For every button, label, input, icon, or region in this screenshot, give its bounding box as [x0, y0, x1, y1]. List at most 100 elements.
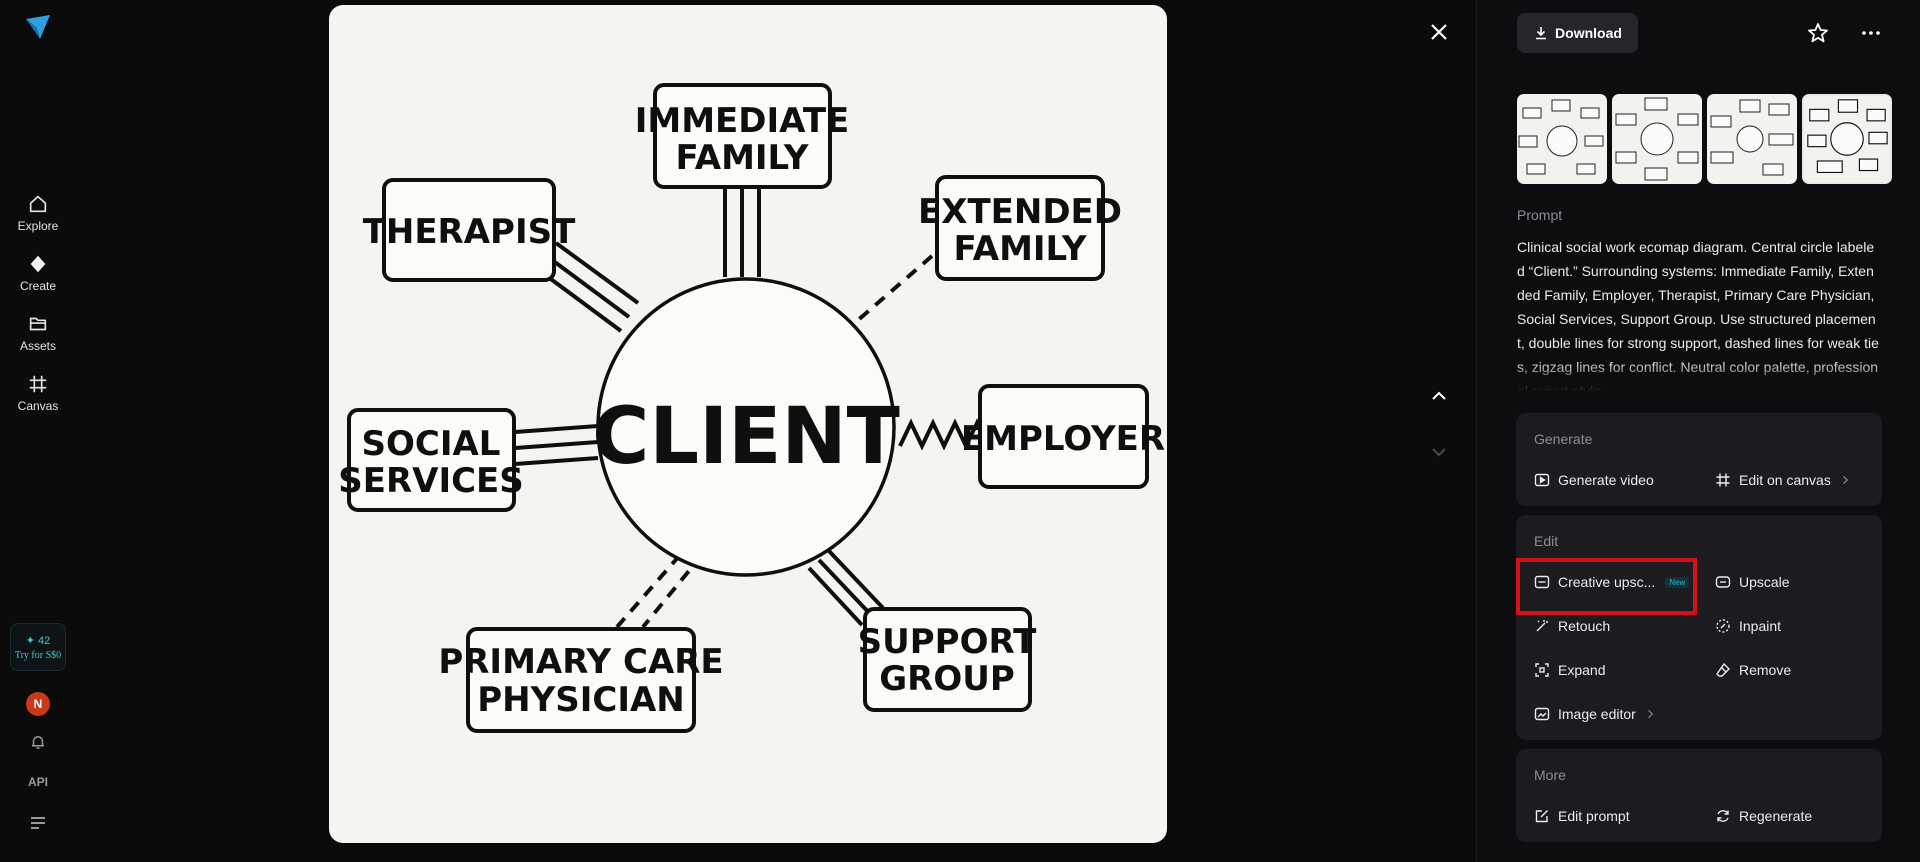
image-editor-label: Image editor [1558, 706, 1636, 722]
expand-icon [1535, 663, 1549, 677]
nav-canvas[interactable]: Canvas [0, 373, 76, 413]
regenerate-button[interactable]: Regenerate [1715, 801, 1812, 831]
inpaint-label: Inpaint [1739, 618, 1782, 634]
creative-upscale-icon [1534, 575, 1550, 589]
node-social-services-line2: SERVICES [338, 461, 524, 501]
regenerate-icon [1717, 810, 1729, 822]
retouch-label: Retouch [1558, 618, 1611, 634]
new-badge: New [1665, 576, 1690, 588]
star-icon[interactable] [1806, 21, 1830, 45]
generate-video-label: Generate video [1558, 472, 1654, 488]
try-offer-label: Try for S$0 [14, 649, 62, 661]
credits-badge[interactable]: ✦ 42 Try for S$0 [10, 623, 66, 671]
ecomap-diagram: CLIENT IMMEDIATE FAMILY THERAPIST EXTEND… [338, 83, 1165, 733]
remove-button[interactable]: Remove [1715, 655, 1791, 685]
remove-label: Remove [1739, 662, 1792, 678]
thumbnail-4-selected[interactable] [1802, 94, 1892, 184]
edit-prompt-label: Edit prompt [1558, 808, 1630, 824]
chevron-down-icon[interactable] [1427, 440, 1451, 464]
edit-prompt-icon [1535, 810, 1548, 823]
credits-count: 42 [38, 634, 51, 647]
node-immediate-family-line2: FAMILY [675, 138, 808, 178]
nav-explore-label: Explore [17, 219, 59, 233]
nav-explore[interactable]: Explore [0, 193, 76, 233]
generate-title: Generate [1534, 431, 1593, 447]
node-immediate-family-line1: IMMEDIATE [635, 101, 850, 141]
magic-wand-icon [1536, 620, 1548, 632]
edit-on-canvas-label: Edit on canvas [1739, 472, 1831, 488]
edit-prompt-button[interactable]: Edit prompt [1534, 801, 1630, 831]
chevron-up-icon[interactable] [1427, 384, 1451, 408]
thumbnail-1[interactable] [1517, 94, 1607, 184]
credits-count-row: ✦ 42 [26, 634, 51, 647]
node-social-services-line1: SOCIAL [362, 424, 501, 464]
thumbnail-diagram-icon [1615, 97, 1699, 181]
upscale-icon [1715, 576, 1731, 588]
generated-image[interactable]: CLIENT IMMEDIATE FAMILY THERAPIST EXTEND… [329, 5, 1167, 843]
edit-title: Edit [1534, 533, 1559, 549]
download-icon [1536, 27, 1547, 40]
left-sidebar: Explore Create Assets Canvas ✦ 42 Try fo… [0, 0, 76, 862]
chevron-right-icon [1842, 475, 1848, 485]
diamond-icon [30, 255, 46, 273]
menu-icon[interactable] [29, 815, 47, 829]
api-link[interactable]: API [27, 775, 48, 789]
edit-card: Edit Creative upsc... New Upscale Retouc… [1516, 515, 1882, 740]
nav-create[interactable]: Create [0, 253, 76, 293]
bell-icon[interactable] [29, 733, 47, 751]
nav-canvas-label: Canvas [17, 399, 59, 413]
thumbnail-diagram-icon [1518, 99, 1604, 175]
node-therapist: THERAPIST [363, 212, 576, 252]
download-label: Download [1555, 25, 1622, 41]
regenerate-label: Regenerate [1739, 808, 1813, 824]
upscale-button[interactable]: Upscale [1715, 567, 1790, 597]
image-editor-button[interactable]: Image editor [1534, 699, 1656, 729]
node-employer: EMPLOYER [961, 419, 1165, 459]
inpaint-button[interactable]: Inpaint [1715, 611, 1781, 641]
node-support-group-line2: GROUP [879, 659, 1015, 699]
generate-card: Generate Generate video Edit on canvas [1516, 413, 1882, 506]
node-primary-care-line1: PRIMARY CARE [438, 642, 723, 682]
app-logo-icon[interactable] [24, 13, 52, 41]
close-icon[interactable] [1427, 20, 1451, 44]
node-primary-care-line2: PHYSICIAN [477, 680, 685, 720]
canvas-grid-icon [1716, 473, 1730, 487]
chevron-right-icon [1647, 709, 1653, 719]
sparkle-icon: ✦ [25, 634, 39, 647]
edit-on-canvas-button[interactable]: Edit on canvas [1715, 465, 1851, 495]
generate-video-button[interactable]: Generate video [1534, 465, 1654, 495]
prompt-label: Prompt [1517, 207, 1563, 223]
download-button[interactable]: Download [1517, 13, 1638, 53]
more-options-icon[interactable] [1859, 21, 1883, 45]
thumbnail-2[interactable] [1612, 94, 1702, 184]
upscale-label: Upscale [1739, 574, 1790, 590]
video-play-icon [1534, 473, 1550, 487]
eraser-icon [1716, 662, 1730, 677]
nav-create-label: Create [19, 279, 57, 293]
more-card: More Edit prompt Regenerate [1516, 749, 1882, 842]
nav-assets-label: Assets [19, 339, 56, 353]
thumbnail-diagram-icon [1807, 99, 1888, 174]
thumbnail-3[interactable] [1707, 94, 1797, 184]
creative-upscale-label: Creative upsc... [1558, 574, 1656, 590]
variation-thumbnails [1517, 94, 1892, 184]
expand-button[interactable]: Expand [1534, 655, 1605, 685]
image-editor-icon [1534, 707, 1550, 721]
prompt-fade-overlay [1517, 360, 1881, 392]
center-label: CLIENT [592, 392, 900, 482]
creative-upscale-button[interactable]: Creative upsc... New [1534, 567, 1690, 597]
node-extended-family-line2: FAMILY [953, 229, 1086, 269]
home-icon [29, 195, 47, 213]
expand-label: Expand [1558, 662, 1606, 678]
canvas-icon [29, 375, 47, 393]
prompt-text: Clinical social work ecomap diagram. Cen… [1517, 239, 1879, 391]
node-extended-family-line1: EXTENDED [918, 192, 1122, 232]
more-title: More [1534, 767, 1566, 783]
retouch-button[interactable]: Retouch [1534, 611, 1610, 641]
user-avatar[interactable]: N [26, 692, 50, 716]
thumbnail-diagram-icon [1710, 99, 1794, 176]
folder-icon [29, 317, 47, 331]
inpaint-icon [1716, 619, 1730, 633]
nav-assets[interactable]: Assets [0, 313, 76, 353]
